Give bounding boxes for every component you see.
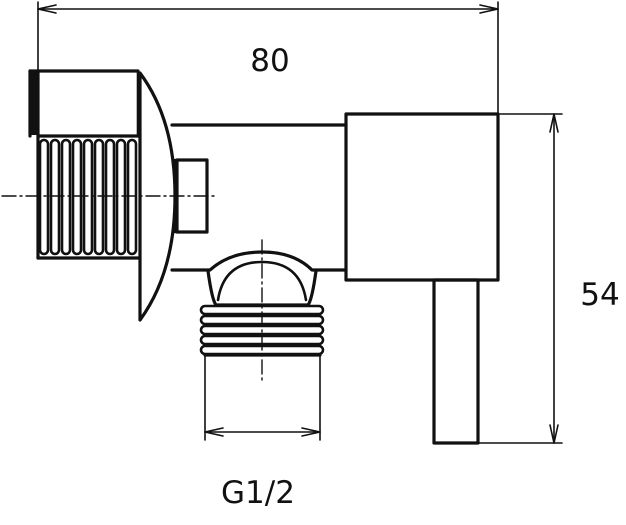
valve-body-block [344,112,500,282]
inlet-end-face [30,71,38,135]
height-dimension: 54 [477,113,620,444]
valve-head [344,112,500,445]
inlet-thread-ridges [38,138,138,256]
height-arrow-top [549,113,559,133]
thread-arrow-right [301,427,321,437]
width-dimension: 80 [37,1,499,116]
height-label: 54 [580,277,619,313]
thread-label: G1/2 [221,475,295,511]
inlet-thread [28,69,142,260]
valve-lever-handle [432,278,480,445]
body-tube [170,123,348,272]
height-arrow-bottom [549,424,559,444]
thread-arrow-left [204,427,224,437]
width-label: 80 [250,43,289,79]
outlet-inner-curve [216,260,308,302]
width-arrow-right [479,4,499,14]
width-arrow-left [37,4,57,14]
thread-dimension: G1/2 [204,355,321,511]
